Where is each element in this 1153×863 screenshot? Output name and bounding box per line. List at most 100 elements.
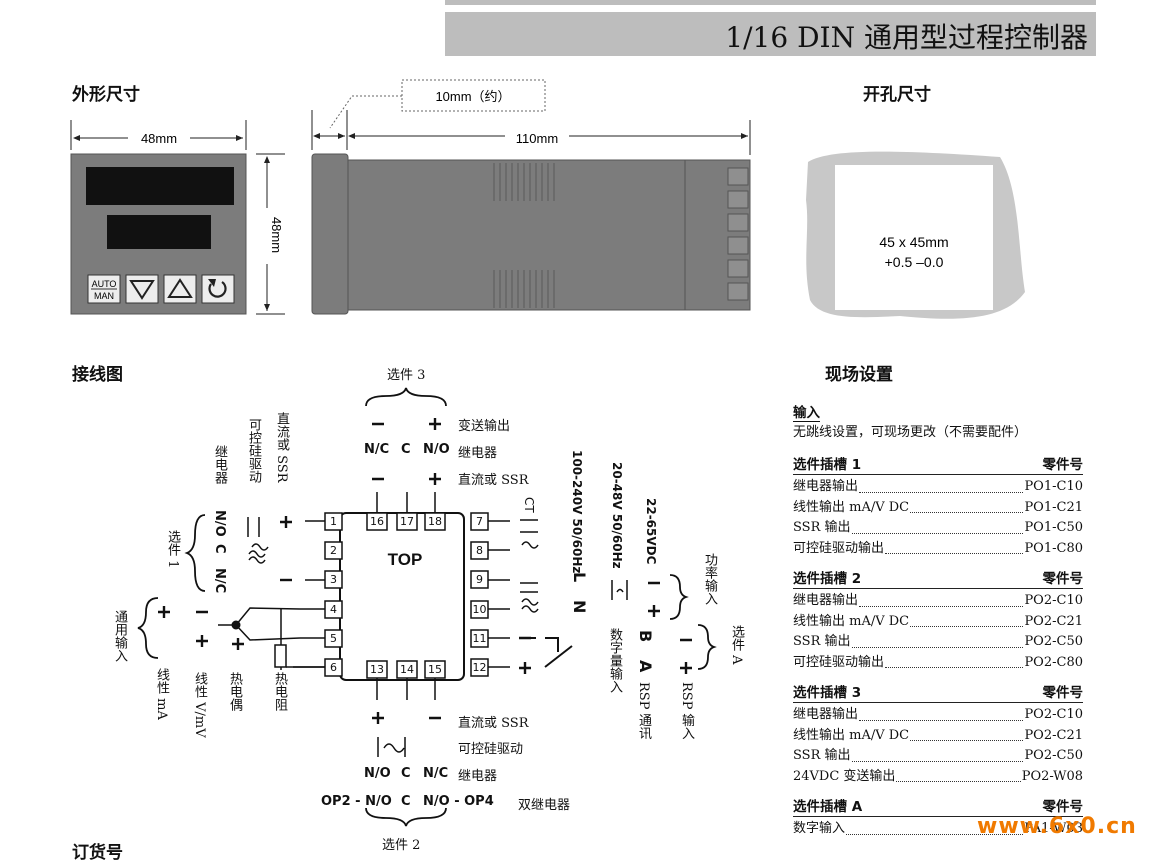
left-c-label: C xyxy=(212,544,227,554)
slot1-title: 选件插槽 1 xyxy=(793,457,862,473)
bottom-nc-label: N/C xyxy=(423,766,449,781)
depth-label: 110mm xyxy=(516,131,558,146)
item-name: 线性输出 mA/V DC xyxy=(793,613,910,629)
item-name: 线性输出 mA/V DC xyxy=(793,727,910,743)
slot3-heading: 选件插槽 3 零件号 xyxy=(793,681,1083,703)
left-dcssr-label: 直流或 SSR xyxy=(274,412,289,483)
wiring-diagram: TOP xyxy=(137,387,717,827)
power-ac-high-label: 100-240V 50/60Hz xyxy=(570,450,584,574)
item-name: SSR 输出 xyxy=(793,520,851,535)
bezel-label: 10mm（约） xyxy=(435,89,510,104)
item-name: 可控硅驱动输出 xyxy=(793,540,885,556)
bottom-dcssr-label: 直流或 SSR xyxy=(458,716,529,731)
terminal-2: 2 xyxy=(330,544,337,557)
rsp-comm-label: RSP 通讯 xyxy=(636,682,651,740)
item-code: PO1-C21 xyxy=(1024,499,1083,515)
item-name: 线性输出 mA/V DC xyxy=(793,499,910,515)
item-code: PO2-C21 xyxy=(1024,727,1083,743)
slot2-title: 选件插槽 2 xyxy=(793,571,862,587)
list-item: 线性输出 mA/V DC PO1-C21 xyxy=(793,498,1083,519)
section-field-heading: 现场设置 xyxy=(825,365,893,385)
list-item: SSR 输出 PO2-C50 xyxy=(793,632,1083,653)
slot2-part-no: 零件号 xyxy=(1042,571,1084,587)
item-name: 可控硅驱动输出 xyxy=(793,654,885,670)
bottom-no-label: N/O xyxy=(364,766,391,781)
item-name: 数字输入 xyxy=(793,821,846,836)
rtd-label: 热电阻 xyxy=(272,672,287,711)
linear-ma-label: 线性 mA xyxy=(154,668,169,720)
power-ac-low-label: 20-48V 50/60Hz xyxy=(610,462,624,569)
terminal-18: 18 xyxy=(428,515,442,528)
power-dc-low-label: 22-65VDC xyxy=(644,498,658,565)
item-code: PO1-C10 xyxy=(1024,479,1083,494)
line-n-label: N xyxy=(570,600,589,614)
slot1-heading: 选件插槽 1 零件号 xyxy=(793,453,1083,475)
item-code: PO2-C50 xyxy=(1024,634,1083,649)
item-name: SSR 输出 xyxy=(793,634,851,649)
bottom-relay-label: 继电器 xyxy=(458,769,498,784)
item-name: SSR 输出 xyxy=(793,748,851,763)
power-input-label: 功率输入 xyxy=(702,553,717,605)
terminal-5: 5 xyxy=(330,632,337,645)
top-nc-label: N/C xyxy=(364,442,390,457)
dual-relay-label: 双继电器 xyxy=(518,798,571,813)
terminal-4: 4 xyxy=(330,603,337,616)
auto-man-button[interactable]: AUTO MAN xyxy=(87,274,121,304)
thermocouple-label: 热电偶 xyxy=(227,672,242,711)
list-item: SSR 输出 PO1-C50 xyxy=(793,518,1083,539)
list-item: SSR 输出 PO2-C50 xyxy=(793,746,1083,767)
option2-label: 选件 2 xyxy=(382,838,421,853)
up-arrow-icon xyxy=(167,278,193,298)
item-code: PO2-W08 xyxy=(1021,768,1083,784)
item-name: 继电器输出 xyxy=(793,479,859,494)
item-name: 继电器输出 xyxy=(793,593,859,608)
slot3-title: 选件插槽 3 xyxy=(793,685,862,701)
refresh-icon xyxy=(208,281,227,298)
down-arrow-icon xyxy=(129,280,155,300)
terminal-b-label: B xyxy=(636,630,655,643)
list-item: 线性输出 mA/V DC PO2-C21 xyxy=(793,612,1083,633)
item-code: PO2-C50 xyxy=(1024,748,1083,763)
left-no-label: N/O xyxy=(212,510,227,537)
item-name: 24VDC 变送输出 xyxy=(793,768,896,784)
op2-label: OP2 - N/O xyxy=(321,794,392,809)
section-cutout-heading: 开孔尺寸 xyxy=(863,85,931,105)
banner-top-bar xyxy=(445,0,1096,5)
cutout-tolerance: +0.5 –0.0 xyxy=(885,254,944,270)
terminal-14: 14 xyxy=(400,663,414,676)
left-terminal-block xyxy=(324,512,343,677)
slotA-title: 选件插槽 A xyxy=(793,799,863,815)
watermark: www.6x0.cn xyxy=(977,814,1137,839)
up-button[interactable] xyxy=(163,274,197,304)
op4-label: N/O - OP4 xyxy=(423,794,494,809)
bottom-c-label: C xyxy=(401,766,411,781)
option3-label: 选件 3 xyxy=(387,368,426,383)
terminal-16: 16 xyxy=(370,515,384,528)
top-relay-label: 继电器 xyxy=(458,446,498,461)
slot3-part-no: 零件号 xyxy=(1042,685,1084,701)
cycle-button[interactable] xyxy=(201,274,235,304)
input-description: 无跳线设置，可现场更改（不需要配件） xyxy=(793,425,1028,440)
terminal-15: 15 xyxy=(428,663,442,676)
item-code: PO2-C21 xyxy=(1024,613,1083,629)
optionA-label: 选件 A xyxy=(729,625,744,665)
list-item: 线性输出 mA/V DC PO2-C21 xyxy=(793,726,1083,747)
item-code: PO2-C10 xyxy=(1024,707,1083,722)
man-label: MAN xyxy=(94,291,114,301)
terminal-7: 7 xyxy=(476,515,483,528)
item-code: PA1-W03 xyxy=(1024,821,1083,836)
item-code: PO1-C50 xyxy=(1024,520,1083,535)
slot1-part-no: 零件号 xyxy=(1042,457,1084,473)
line-l-label: L xyxy=(570,572,589,583)
page-title: 1/16 DIN 通用型过程控制器 xyxy=(725,21,1088,54)
terminal-13: 13 xyxy=(370,663,384,676)
cutout-size: 45 x 45mm xyxy=(879,234,948,250)
terminal-8: 8 xyxy=(476,544,483,557)
pv-display xyxy=(86,167,234,205)
terminal-3: 3 xyxy=(330,573,337,586)
down-button[interactable] xyxy=(125,274,159,304)
digital-input-label: 数字量输入 xyxy=(607,628,622,693)
